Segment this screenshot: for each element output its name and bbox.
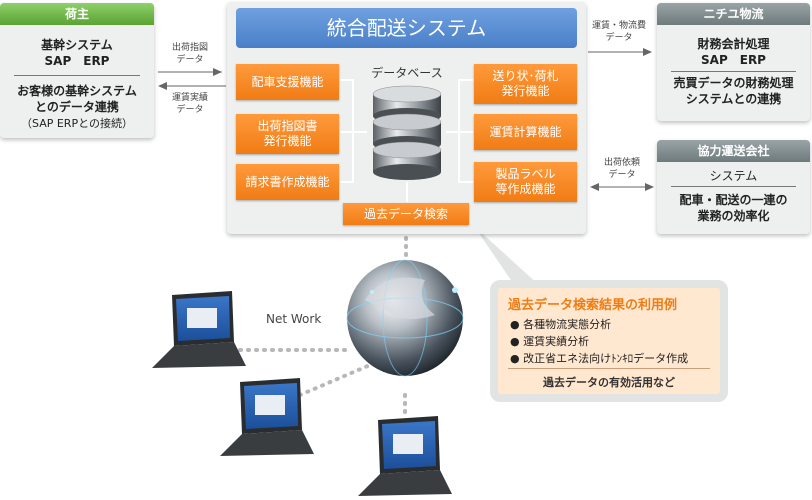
database-label: データベース	[371, 66, 443, 80]
past-data-usage-callout: 過去データ検索結果の利用例 ● 各種物流実態分析 ● 運賃実績分析 ● 改正省エ…	[490, 280, 728, 402]
callout-title: 過去データ検索結果の利用例	[508, 298, 678, 313]
waybill-function: 送り状･荷札 発行機能	[474, 64, 577, 104]
callout-item: ● 改正省エネ法向けﾄﾝｷﾛデータ作成	[510, 350, 688, 366]
function-label: 過去データ検索	[363, 206, 448, 221]
arrow-label-line: 出荷依頼	[603, 158, 640, 168]
nichiyu-line1: 財務会計処理	[697, 37, 770, 51]
shipper-line5: （SAP ERPとの接続）	[21, 117, 133, 130]
bullet-icon: ●	[510, 318, 520, 331]
nichiyu-logistics-panel: ニチユ物流 財務会計処理 SAP ERP 売買データの財務処理 システムとの連携	[657, 3, 810, 121]
integrated-delivery-system: 統合配送システム データベース 配車支援機能 出荷指図書 発行機能 請求書作成機…	[227, 2, 586, 234]
callout-item-text: 改正省エネ法向けﾄﾝｷﾛデータ作成	[523, 352, 689, 365]
partner-line2: 配車・配送の一連の	[679, 193, 788, 207]
nichiyu-line2: SAP ERP	[701, 53, 766, 67]
laptop-icon	[220, 378, 314, 456]
freight-calc-function: 運賃計算機能	[474, 114, 577, 150]
function-label: 運賃計算機能	[489, 124, 562, 139]
arrow-label-line: 出荷指図	[171, 43, 208, 53]
system-title: 統合配送システム	[236, 8, 577, 48]
arrow-label-line: データ	[176, 55, 204, 65]
bullet-icon: ●	[510, 352, 520, 365]
arrow-label-line: 運賃実績	[171, 93, 208, 103]
callout-item: ● 運賃実績分析	[510, 333, 589, 349]
arrow-label-line: データ	[608, 170, 636, 180]
nichiyu-title: ニチユ物流	[657, 3, 810, 25]
arrow-label-line: データ	[605, 33, 633, 43]
shipper-line2: SAP ERP	[44, 54, 110, 68]
globe-icon	[346, 259, 464, 377]
shipper-title: 荷主	[0, 3, 154, 25]
function-label: 発行機能	[501, 84, 550, 98]
function-label: 発行機能	[263, 134, 312, 148]
function-label: 製品ラベル	[495, 167, 556, 181]
partner-line3: 業務の効率化	[697, 209, 770, 223]
function-label: 配車支援機能	[251, 74, 324, 89]
function-label: 等作成機能	[495, 182, 556, 196]
callout-item: ● 各種物流実態分析	[510, 316, 611, 332]
laptop-icon	[152, 291, 246, 368]
freight-cost-label: 運賃・物流費 データ	[588, 20, 650, 44]
shipper-panel: 荷主 基幹システム SAP ERP お客様の基幹システム とのデータ連携 （SA…	[0, 3, 154, 138]
shipping-document-function: 出荷指図書 発行機能	[236, 114, 339, 154]
shipper-line1: 基幹システム	[41, 38, 113, 52]
shipper-line3: お客様の基幹システム	[17, 84, 137, 98]
invoice-function: 請求書作成機能	[236, 164, 339, 200]
callout-item-text: 運賃実績分析	[523, 335, 590, 348]
freight-actual-label: 運賃実績 データ	[164, 92, 216, 116]
divider	[671, 186, 796, 187]
divider	[508, 368, 710, 369]
dispatch-support-function: 配車支援機能	[236, 64, 339, 100]
arrow-freight-actual	[158, 82, 226, 90]
function-label: 出荷指図書	[257, 119, 318, 133]
past-data-search-function: 過去データ検索	[343, 203, 469, 225]
callout-inner: 過去データ検索結果の利用例 ● 各種物流実態分析 ● 運賃実績分析 ● 改正省エ…	[498, 288, 720, 394]
product-label-function: 製品ラベル 等作成機能	[474, 162, 577, 202]
function-label: 請求書作成機能	[245, 174, 330, 189]
arrow-label-line: データ	[176, 105, 204, 115]
function-connectors	[340, 79, 473, 202]
function-label: 送り状･荷札	[492, 69, 559, 83]
network-label: Net Work	[266, 312, 322, 326]
arrow-label-line: 運賃・物流費	[591, 21, 646, 31]
callout-pointer	[474, 226, 540, 286]
shipping-instruction-label: 出荷指図 データ	[164, 42, 216, 66]
callout-footer: 過去データの有効活用など	[543, 376, 675, 389]
nichiyu-line4: システムとの連携	[685, 92, 782, 106]
nichiyu-line3: 売買データの財務処理	[673, 76, 794, 90]
laptop-icon	[358, 416, 452, 496]
partner-line1: システム	[709, 169, 758, 183]
divider	[671, 71, 796, 72]
shipping-request-label: 出荷依頼 データ	[596, 157, 648, 181]
shipper-line4: とのデータ連携	[35, 100, 119, 114]
arrow-freight-cost	[588, 48, 652, 56]
callout-item-text: 各種物流実態分析	[523, 318, 612, 331]
partner-title: 協力運送会社	[657, 140, 810, 162]
partner-carrier-panel: 協力運送会社 システム 配車・配送の一連の 業務の効率化	[657, 140, 810, 234]
arrow-shipping-request	[590, 183, 654, 191]
database-icon	[372, 85, 442, 180]
arrow-shipping-instruction	[158, 68, 222, 76]
divider	[14, 75, 140, 76]
bullet-icon: ●	[510, 335, 520, 348]
